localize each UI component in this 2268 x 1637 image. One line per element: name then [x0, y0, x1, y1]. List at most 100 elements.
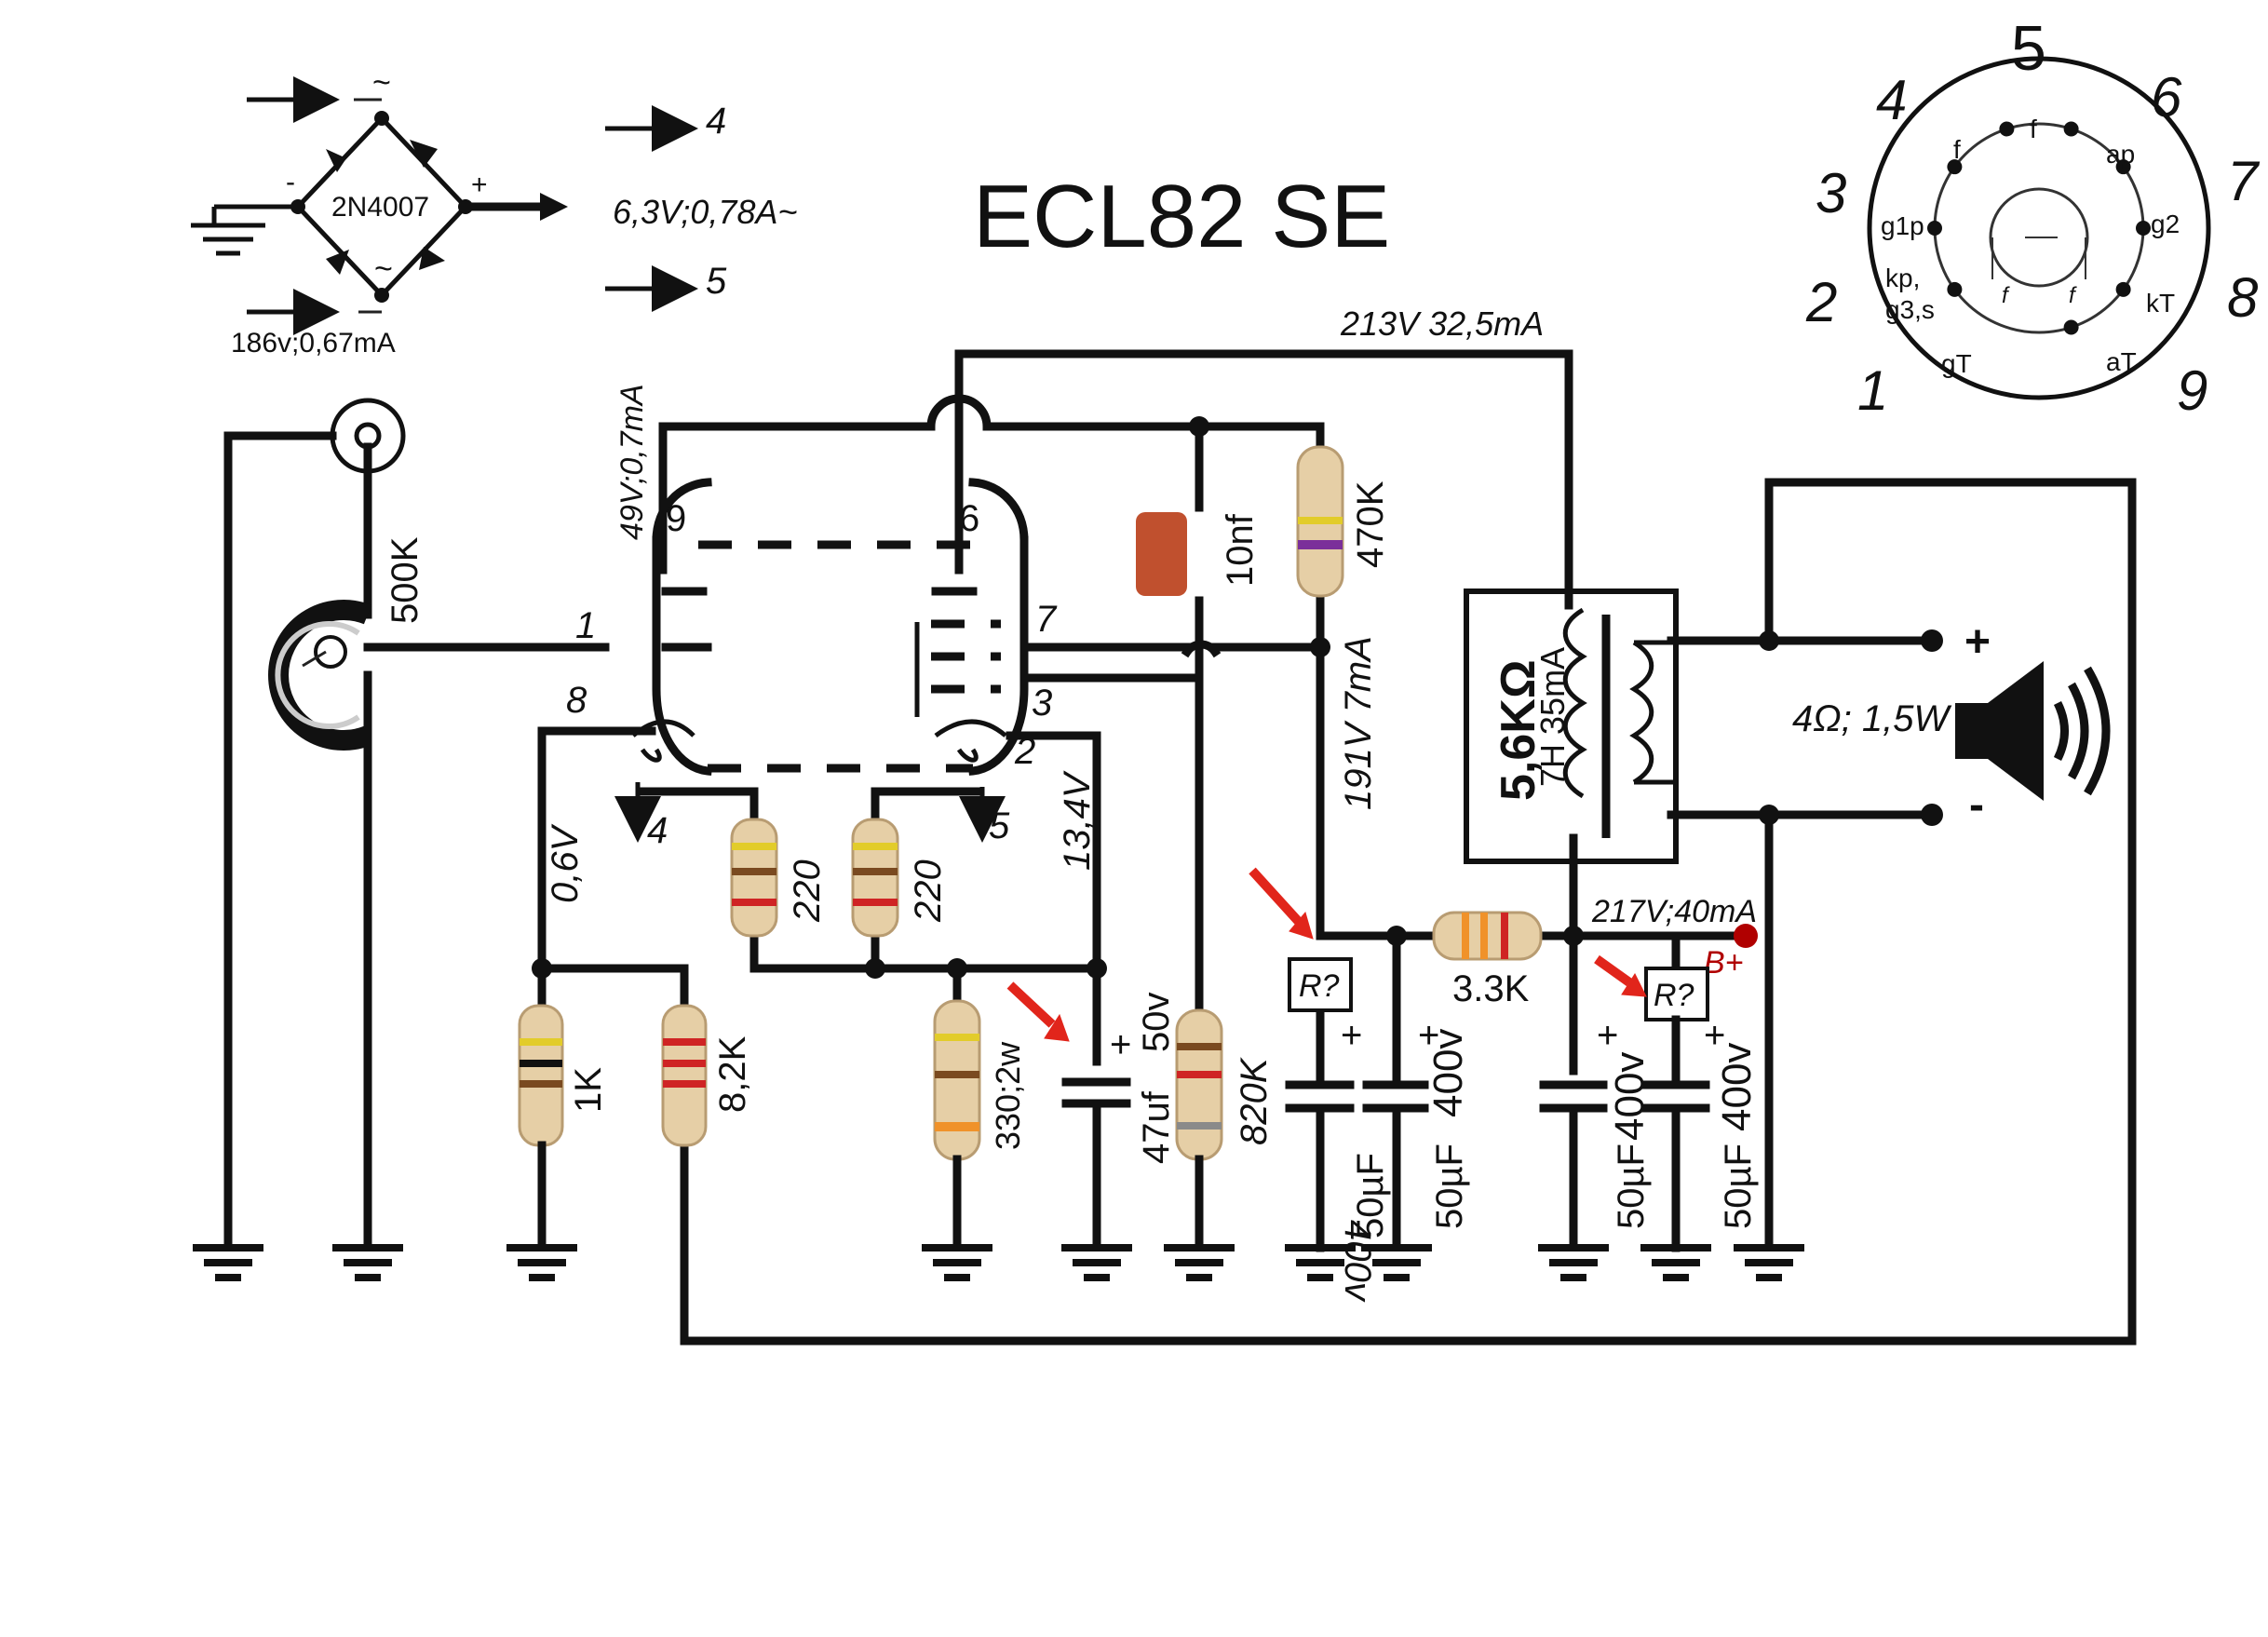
pinout-num-6: 6 [2151, 66, 2182, 129]
pin-1-label: 1 [575, 605, 596, 646]
transformer-spec: 7H 35mA [1533, 647, 1572, 787]
pinout-num-8: 8 [2227, 266, 2259, 329]
r820k-label: 820K [1234, 1056, 1275, 1145]
resistor-220-b: 220 [851, 818, 949, 938]
speaker: 4Ω; 1,5W + - [1792, 617, 2111, 830]
filter-capacitor-4: + 400v 50µF [1641, 1015, 1760, 1252]
pinout-pin-dot [2063, 319, 2079, 335]
pinout-label-ap: ap [2106, 140, 2135, 169]
input-jack [223, 398, 406, 1248]
pinout-label-f1: f [1953, 135, 1961, 164]
pot-value-label: 500K [385, 536, 425, 624]
plate-supply-voltage: 213V 32,5mA [1340, 304, 1544, 343]
pinout-pin-dot [2115, 281, 2131, 297]
resistor-8-2k: 8,2K [661, 1004, 753, 1147]
ground-icon [332, 1244, 403, 1281]
pin-2-label: 2 [1014, 731, 1035, 772]
ecl82-pinout-diagram: 1 2 3 4 5 6 7 8 9 f f ap g2 kT aT gT kp,… [1805, 13, 2261, 422]
pinout-pin-dot [1947, 159, 1963, 175]
r220b-label: 220 [908, 859, 949, 923]
ground-icon [1285, 1244, 1356, 1281]
pinout-label-f2: f [2030, 115, 2037, 143]
fc3-plus: + [1597, 1015, 1618, 1056]
pinout-label-kp: kp, [1885, 264, 1920, 292]
pinout-label-g3s: g3,s [1885, 295, 1935, 324]
pinout-num-3: 3 [1816, 162, 1846, 224]
unknown-resistor-2-label: R? [1654, 978, 1694, 1013]
c10nf-label: 10nf [1220, 513, 1261, 587]
rectifier-plus: + [471, 169, 488, 200]
pinout-num-4: 4 [1876, 69, 1907, 131]
speaker-plus: + [1964, 617, 1991, 667]
c47-plus: + [1110, 1024, 1131, 1065]
pinout-pin-dot [1927, 221, 1942, 236]
pinout-num-5: 5 [2011, 13, 2046, 84]
resistor-220-a: 220 [730, 818, 828, 938]
triode-cathode-voltage: 0,6V [545, 823, 586, 903]
pinout-label-fr: f [2069, 283, 2077, 308]
rectifier-part-label: 2N4007 [331, 192, 429, 223]
ground-symbols [193, 1244, 1804, 1281]
fc1-value: 50µF [1350, 1153, 1391, 1238]
triode-plate-voltage: 49V;0,7mA [614, 384, 650, 540]
fc2-plus: + [1418, 1015, 1439, 1056]
output-transformer: 5,6KΩ 7H 35mA [1464, 589, 1679, 940]
fc2-voltage: 400v [1425, 1029, 1471, 1117]
unknown-resistor-1: R? [1288, 957, 1353, 1012]
pin-9-label: 9 [666, 498, 686, 539]
speaker-minus: - [1969, 780, 1984, 830]
resistor-820k: 820K [1175, 1008, 1275, 1248]
pinout-num-2: 2 [1805, 271, 1837, 333]
pin-5-label: 5 [989, 805, 1010, 846]
pinout-pin-dot [2115, 159, 2131, 175]
volume-potentiometer: 500K [268, 536, 610, 1248]
pin-6-label: 6 [959, 498, 979, 539]
ground-icon [1061, 1244, 1132, 1281]
bridge-rectifier: 2N4007 ~ ~ - + 186v;0,67mA [191, 65, 568, 359]
r8k2-label: 8,2K [712, 1035, 753, 1113]
fc3-voltage: 400v [1607, 1052, 1653, 1141]
pinout-num-1: 1 [1857, 359, 1888, 422]
pentode-cathode-voltage: 13,4V [1057, 770, 1098, 871]
fc4-voltage: 400v [1714, 1043, 1760, 1131]
r330-label: 330;2w [989, 1041, 1027, 1150]
pin-3-label: 3 [1032, 683, 1052, 724]
fc3-value: 50µF [1611, 1143, 1652, 1229]
page-title: ECL82 SE [973, 167, 1390, 266]
red-arrow-marker-3 [1594, 954, 1647, 997]
pinout-pin-dot [2063, 121, 2079, 137]
rectifier-ac-input-label: 186v;0,67mA [231, 328, 396, 359]
resistor-1k: 1K [518, 1004, 609, 1248]
resistor-3-3k: 3.3K [1432, 911, 1543, 1009]
ground-icon [1538, 1244, 1609, 1281]
red-arrow-marker-1 [1249, 867, 1314, 940]
resistor-470k: 470K [1296, 445, 1391, 598]
unknown-resistor-1-label: R? [1299, 968, 1340, 1004]
fc4-value: 50µF [1718, 1143, 1759, 1229]
pin-4-label: 4 [647, 810, 668, 851]
heater-pin-a-label: 4 [706, 101, 726, 142]
pinout-label-gt: gT [1941, 349, 1972, 378]
pinout-num-9: 9 [2177, 359, 2207, 422]
heater-supply: 4 6,3V;0,78A~ 5 [605, 101, 798, 312]
resistor-330: 330;2w [933, 999, 1027, 1248]
ground-icon [922, 1244, 992, 1281]
filter-capacitor-1: + 400v 50µF [1285, 1015, 1391, 1303]
ground-icon [1640, 1244, 1711, 1281]
rectifier-tilde-top: ~ [372, 65, 391, 101]
pin-7-label: 7 [1035, 599, 1058, 640]
ground-icon [193, 1244, 263, 1281]
pinout-label-at: aT [2106, 347, 2137, 376]
ground-icon [1361, 1244, 1432, 1281]
fc2-value: 50µF [1429, 1143, 1470, 1229]
r470k-label: 470K [1350, 480, 1391, 568]
ground-icon [506, 1244, 577, 1281]
fc4-plus: + [1704, 1015, 1725, 1056]
filter-capacitor-2: + 400v 50µF [1362, 959, 1471, 1248]
r220a-label: 220 [787, 859, 828, 923]
pinout-label-kt: kT [2146, 289, 2175, 318]
pinout-pin-dot [1999, 121, 2015, 137]
pinout-label-g2: g2 [2151, 210, 2180, 238]
